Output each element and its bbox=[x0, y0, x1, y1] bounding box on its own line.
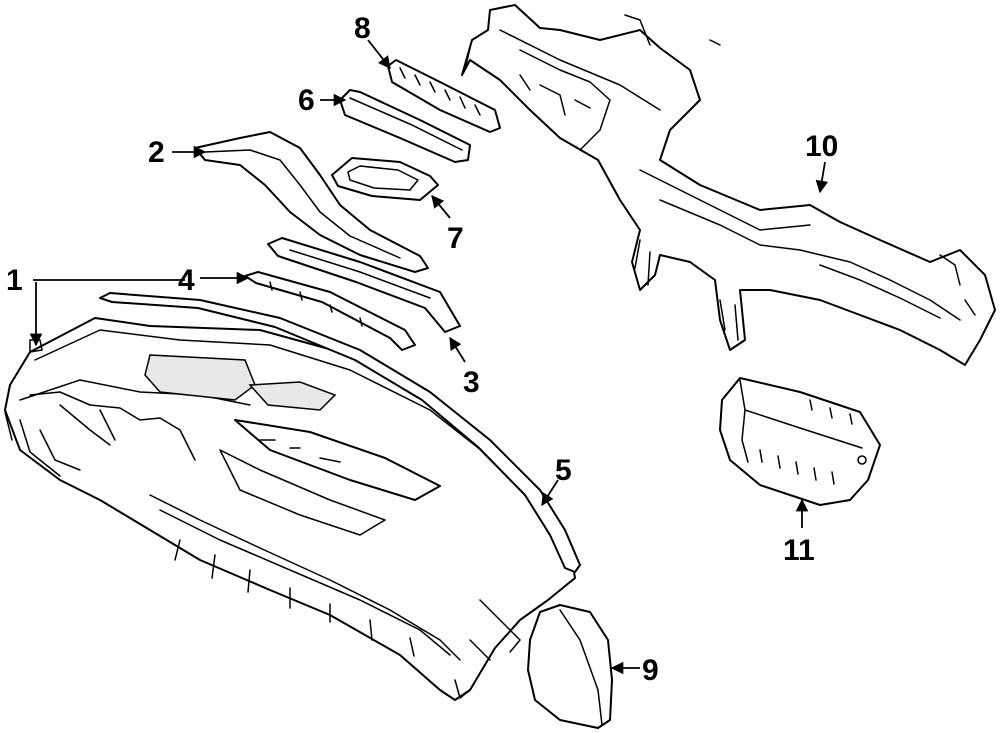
callout-3: 3 bbox=[463, 366, 480, 399]
cross-car-beam-part bbox=[461, 4, 996, 366]
callout-2: 2 bbox=[148, 136, 165, 169]
defroster-strip-part bbox=[244, 271, 416, 351]
airbag-module-part bbox=[719, 377, 881, 506]
bezel-frame-part bbox=[331, 157, 439, 201]
leader-lines bbox=[29, 39, 829, 675]
callout-6: 6 bbox=[298, 84, 315, 117]
callout-4: 4 bbox=[178, 264, 195, 297]
callout-5: 5 bbox=[555, 454, 572, 487]
callout-11: 11 bbox=[783, 534, 815, 567]
vent-strip-part bbox=[387, 59, 501, 133]
callout-8: 8 bbox=[354, 12, 371, 45]
callout-7: 7 bbox=[447, 222, 464, 255]
curved-trim-part bbox=[194, 131, 429, 273]
callout-10: 10 bbox=[805, 130, 838, 163]
display-cover-part bbox=[339, 89, 471, 163]
upper-trim-panel-part bbox=[267, 237, 461, 333]
end-cap-part bbox=[527, 604, 613, 729]
callout-9: 9 bbox=[642, 654, 659, 687]
callout-1: 1 bbox=[6, 264, 23, 297]
trim-strip-part bbox=[99, 292, 581, 573]
instrument-panel-part bbox=[4, 317, 576, 701]
